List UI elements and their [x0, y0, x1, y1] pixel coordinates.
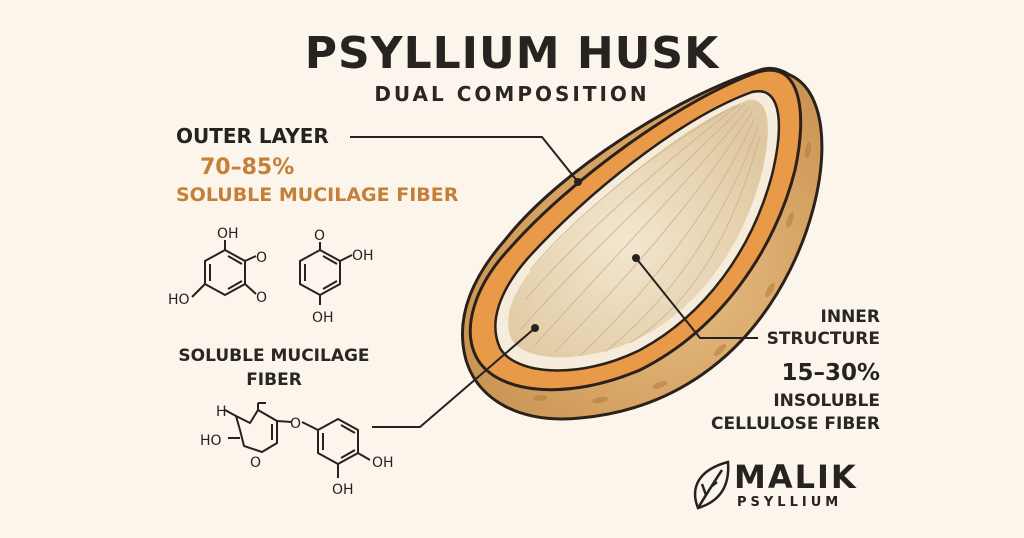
leaf-icon [693, 460, 730, 510]
inner-label-line2: STRUCTURE [766, 329, 880, 349]
mol2-o-top: O [314, 228, 325, 244]
inner-structure-percentage: 15–30% [781, 360, 880, 386]
inner-desc-line2: CELLULOSE FIBER [710, 414, 880, 434]
outer-layer-leader-line [350, 136, 579, 183]
mol2-oh-bottom: OH [312, 310, 334, 326]
outer-layer-label: OUTER LAYER [176, 124, 329, 148]
mol3-ring-o: O [250, 455, 261, 471]
shell-texture [533, 142, 812, 404]
mol3-oh-bottom: OH [332, 482, 354, 498]
inner-structure-description: INSOLUBLE CELLULOSE FIBER [680, 390, 880, 436]
inner-label-line1: INNER [820, 307, 880, 327]
molecule-caption-line1: SOLUBLE MUCILAGE [178, 346, 370, 366]
inner-structure-leader-line [635, 257, 758, 339]
inner-core [508, 99, 768, 358]
molecule-structure-3 [224, 402, 371, 478]
mol1-o-right: O [256, 250, 267, 266]
mol1-o-bottom: O [256, 290, 267, 306]
outer-layer-description: SOLUBLE MUCILAGE FIBER [176, 184, 459, 206]
page-subtitle: DUAL COMPOSITION [374, 82, 650, 106]
mol1-oh-top: OH [217, 226, 239, 242]
molecule-structure-1 [191, 240, 257, 298]
page-title: PSYLLIUM HUSK [304, 28, 720, 79]
molecule-caption-line2: FIBER [246, 370, 302, 390]
mol1-ho-left: HO [168, 292, 190, 308]
brand-name: MALIK [734, 458, 858, 496]
inner-structure-label: INNER STRUCTURE [760, 306, 880, 350]
molecule-caption: SOLUBLE MUCILAGE FIBER [168, 344, 380, 392]
mol3-h: H [216, 404, 227, 420]
mol3-bridge-o: O [290, 416, 301, 432]
mol3-ho: HO [200, 433, 222, 449]
outer-layer-percentage: 70–85% [200, 155, 295, 180]
core-striations [519, 103, 761, 357]
molecule-leader-line [372, 327, 536, 428]
molecule-structure-2 [299, 242, 353, 305]
inner-desc-line1: INSOLUBLE [773, 391, 880, 411]
mol3-oh-right: OH [372, 455, 394, 471]
mol2-oh-right: OH [352, 248, 374, 264]
brand-tagline: PSYLLIUM [737, 495, 843, 510]
